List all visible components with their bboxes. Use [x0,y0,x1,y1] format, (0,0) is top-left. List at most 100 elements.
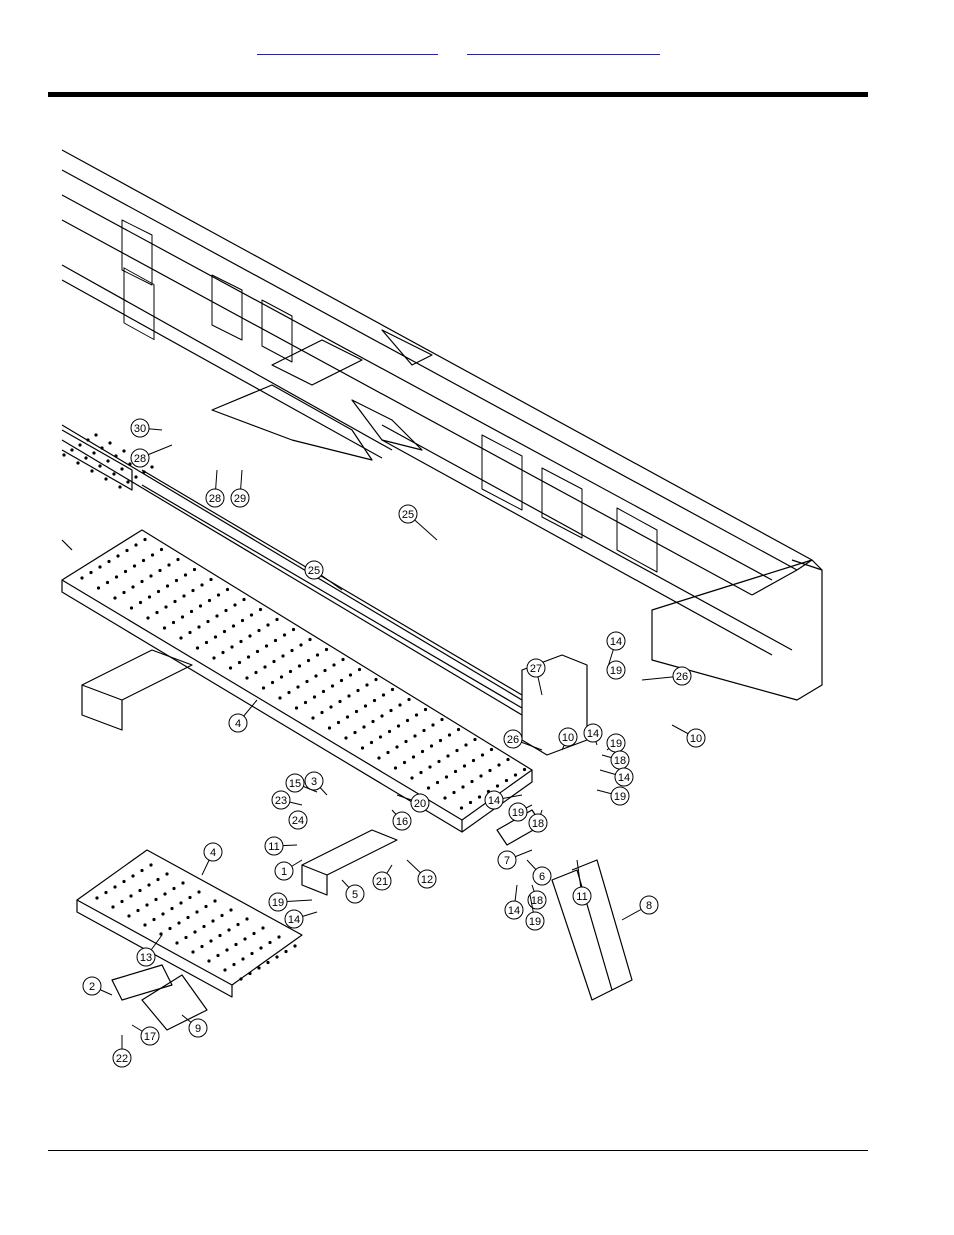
callout-label: 19 [512,807,524,819]
perforation-dot [407,697,411,702]
perforation-dot [171,620,176,625]
perforation-dot [204,904,208,909]
perforation-dot [163,892,167,896]
perforation-dot [154,897,158,902]
callout-label: 10 [562,732,574,744]
perforation-dot [389,708,393,713]
perforation-dot [266,623,270,627]
perforation-dot [172,886,176,891]
frame-windows [121,219,658,573]
perforation-dot [231,624,236,628]
callout-10: 10 [671,724,706,748]
perforation-dot [62,453,66,457]
callout-14: 14 [284,909,318,929]
callout-label: 19 [610,665,622,677]
callout-label: 21 [376,876,388,888]
perforation-dot [437,759,441,764]
perforation-dot [308,637,312,642]
main-frame [61,149,823,701]
perforation-dot [193,930,197,934]
perforation-dot [506,757,510,762]
perforation-dot [156,877,160,882]
callout-5: 5 [341,879,365,904]
perforation-dot [461,785,465,789]
perforation-dot [452,790,456,795]
perforation-dot [287,690,291,695]
perforation-dot [198,604,203,608]
perforation-dot [497,763,501,767]
perforation-dot [291,627,296,632]
callout-balloon [417,869,437,889]
walkway-main [61,529,533,833]
callout-label: 9 [195,1023,201,1035]
perforation-dot [127,914,131,918]
header-link-right[interactable] [467,38,660,55]
callout-18: 18 [528,809,548,833]
callout-label: 13 [140,952,152,964]
perforation-dot [464,743,468,747]
callout-balloon [610,786,630,806]
callout-label: 7 [504,855,510,867]
perforation-dot [344,736,348,740]
perforation-dot [321,689,326,694]
perforation-dot [200,583,204,587]
callout-29: 29 [230,469,250,508]
perforation-dot [192,567,197,572]
perforation-dot [173,599,177,604]
perforation-dot [329,705,333,709]
perforation-dot [330,684,335,688]
callout-balloon [288,810,308,830]
perforation-dot [108,441,112,445]
perforation-dot [141,558,146,563]
perforation-dot [323,668,327,673]
callout-balloon [614,767,634,787]
perforation-dot [114,454,118,458]
perforation-dot [123,569,128,574]
callout-balloon [140,1026,160,1046]
perforation-dot [136,908,140,913]
perforation-dot [213,899,217,903]
callout-label: 11 [268,841,279,853]
perforation-dot [149,574,153,578]
perforation-dot [348,673,353,677]
perforation-dot [435,780,440,785]
perforation-dot [293,944,297,948]
perforation-dot [279,675,284,679]
callout-15: 15 [285,773,318,793]
perforation-dot [239,977,243,981]
callout-12: 12 [406,859,437,889]
callout-label: 10 [690,733,702,745]
perforation-dot [453,769,458,774]
perforation-dot [268,940,272,945]
callout-19: 19 [596,786,630,806]
callout-balloon [558,727,578,747]
perforation-dot [122,590,126,595]
perforation-dot [311,716,315,720]
callout-label: 26 [507,734,519,746]
callout-3: 3 [304,771,328,796]
callout-label: 19 [614,791,626,803]
perforation-dot [241,957,245,961]
perforation-dot [188,630,192,635]
perforation-dot [98,464,102,468]
perforation-dot [112,472,116,476]
perforation-dot [303,700,308,705]
walkway-lower [76,849,303,998]
perforation-dot [183,573,188,577]
perforation-dot [248,971,252,976]
perforation-dot [284,949,288,954]
perforation-dot [158,568,162,573]
callout-label: 18 [531,895,543,907]
perforation-dot [86,438,90,442]
perforation-dot [396,724,401,728]
callout-label: 17 [144,1031,156,1043]
header-link-left[interactable] [257,38,438,55]
perforation-dot [320,710,324,715]
perforation-dot [314,674,318,678]
callout-label: 29 [234,493,246,505]
callout-19: 19 [268,892,313,912]
callout-balloon [264,836,284,856]
callout-balloon [130,418,150,438]
perforation-dot [288,669,293,674]
callout-balloon [525,911,545,931]
